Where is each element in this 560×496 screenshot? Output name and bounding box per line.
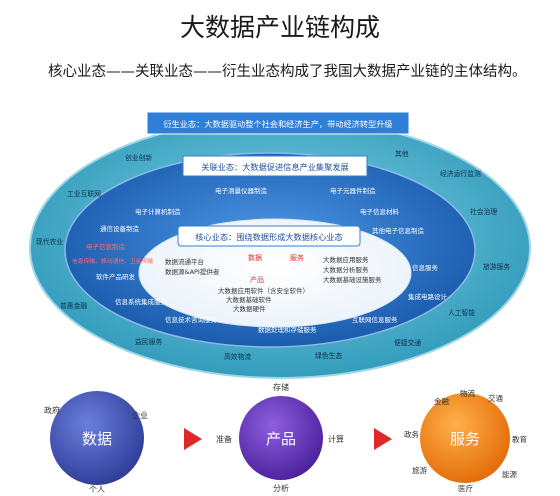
related-banner-text: 关联业态：大数据促进信息产业集聚发展 <box>201 162 348 172</box>
core-service-header: 服务 <box>290 253 304 262</box>
flow-arrow <box>374 428 392 450</box>
data-circle-left: 政府 <box>44 405 60 415</box>
flow-arrow <box>184 428 202 450</box>
core-service-item: 大数据分析服务 <box>323 265 369 274</box>
core-data-item: 数据源&API提供者 <box>165 267 220 276</box>
derived-item: 工业互联网 <box>67 189 101 198</box>
related-item: 电子信息材料 <box>360 207 400 216</box>
related-banner-box <box>182 155 368 177</box>
related-item: 信息系统集成服务 <box>115 297 168 306</box>
core-product-item: 大数据硬件 <box>233 304 266 313</box>
derived-item: 人工智能 <box>448 308 475 317</box>
derived-item: 益民服务 <box>135 337 162 346</box>
service-arc-item: 教育 <box>512 434 527 444</box>
related-item: 电子信息制造 <box>86 242 126 251</box>
derived-item: 社会治理 <box>470 207 497 216</box>
derived-item: 普惠金融 <box>60 301 87 310</box>
description: 核心业态——关联业态——衍生业态构成了我国大数据产业链的主体结构。 <box>48 64 527 80</box>
product-circle-left: 准备 <box>216 434 232 444</box>
derived-item: 旅游服务 <box>483 262 510 271</box>
product-circle <box>239 396 323 480</box>
related-item: 数据处理和存储服务 <box>258 325 317 334</box>
derived-item: 经济运行监测 <box>440 169 481 178</box>
service-arc-item: 旅游 <box>412 465 427 475</box>
derived-item: 高效物流 <box>224 352 251 361</box>
related-item: 信息传输、移动通信、卫星传输 <box>72 257 153 265</box>
core-banner-text: 核心业态：围绕数据形成大数据核心业态 <box>195 232 342 242</box>
derived-item: 便捷交通 <box>394 338 421 347</box>
derived-banner-box <box>146 111 410 135</box>
related-item: 信息技术咨询服务 <box>165 315 218 324</box>
related-item: 电子元器件制造 <box>330 186 376 195</box>
related-item: 电子测量仪器制造 <box>215 186 268 195</box>
service-arc-item: 能源 <box>502 469 517 479</box>
service-arc-item: 交通 <box>488 393 503 403</box>
service-arc-item: 医疗 <box>458 483 473 493</box>
derived-item: 现代农业 <box>36 237 63 246</box>
data-circle <box>50 391 144 485</box>
product-circle-right: 计算 <box>328 434 344 444</box>
core-product-item: 大数据基础软件 <box>226 295 272 304</box>
derived-item: 创业创新 <box>125 153 152 162</box>
core-service-item: 大数据应用服务 <box>323 255 369 264</box>
related-item: 信息服务 <box>412 263 439 272</box>
product-circle-bottom: 分析 <box>273 483 289 493</box>
core-product-header: 产品 <box>250 275 264 284</box>
related-item: 软件产品研发 <box>96 272 136 281</box>
core-banner-box <box>177 225 361 247</box>
derived-banner-text: 衍生业态：大数据驱动整个社会和经济生产，带动经济转型升级 <box>163 119 392 129</box>
service-arc-item: 政务 <box>404 429 419 439</box>
data-circle-bottom: 个人 <box>89 485 105 494</box>
service-circle-label: 服务 <box>450 430 480 448</box>
service-arc-item: 金融 <box>434 396 449 406</box>
derived-item: 其他 <box>395 149 409 158</box>
core-service-item: 大数据基础设施服务 <box>323 275 382 284</box>
service-circle <box>420 393 510 483</box>
product-circle-top: 存储 <box>273 382 289 392</box>
data-circle-right: 企业 <box>132 410 148 420</box>
page-title: 大数据产业链构成 <box>179 13 380 42</box>
core-data-header: 数据 <box>248 253 262 262</box>
related-item: 其他电子信息制造 <box>372 226 425 235</box>
product-circle-label: 产品 <box>266 430 296 448</box>
related-item: 通信设备制造 <box>100 224 140 233</box>
core-data-item: 数据流通平台 <box>165 257 204 266</box>
related-item: 电子计算机制造 <box>135 207 181 216</box>
related-item: 互联网信息服务 <box>352 315 398 324</box>
derived-item: 绿色生态 <box>315 351 342 360</box>
data-circle-label: 数据 <box>82 430 112 448</box>
service-arc-item: 物流 <box>460 388 475 398</box>
core-product-item: 大数据应用软件（含安全软件） <box>218 286 309 295</box>
related-item: 集成电路设计 <box>408 292 448 301</box>
